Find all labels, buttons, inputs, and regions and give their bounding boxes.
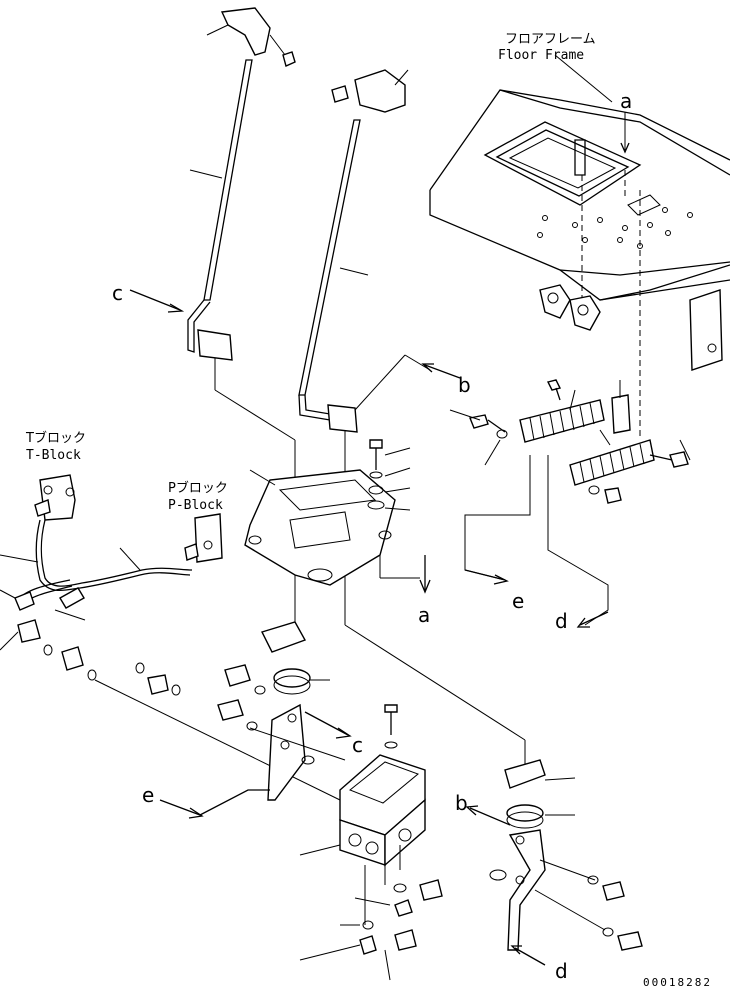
- p-block-label-en: P-Block: [168, 498, 223, 513]
- floor-frame-label-en: Floor Frame: [498, 48, 584, 63]
- arrow-d-lower: [510, 945, 546, 966]
- arrow-e-upper: [464, 569, 509, 585]
- arrow-b-upper: [421, 363, 461, 379]
- right-lever: [298, 69, 526, 770]
- floor-frame-label-jp: フロアフレーム: [505, 32, 596, 47]
- control-valve: [339, 754, 443, 955]
- t-block-label-jp: Tブロック: [25, 430, 86, 446]
- valve-brackets: [217, 664, 643, 951]
- hoses: [14, 519, 193, 611]
- ref-e-lower: e: [142, 783, 154, 807]
- p-block-label-jp: Pブロック: [168, 480, 228, 496]
- t-block: [34, 474, 76, 521]
- valve-seals: [261, 621, 546, 829]
- p-block: [184, 513, 223, 563]
- left-lever: [187, 7, 296, 640]
- ref-b-lower: b: [455, 791, 468, 815]
- bolt-stack: [367, 439, 411, 511]
- ref-d-upper: d: [555, 609, 568, 633]
- fittings: [0, 554, 341, 801]
- ref-c-upper: c: [112, 281, 123, 305]
- arrow-e-lower: [159, 789, 270, 819]
- arrow-c-lower: [304, 711, 352, 739]
- arrow-c-upper: [129, 289, 185, 313]
- drawing-number: 00018282: [643, 976, 712, 989]
- floor-frame: [429, 54, 730, 440]
- arrow-b-lower: [465, 805, 511, 826]
- lever-cover: [244, 469, 420, 586]
- leader-lines: [54, 24, 691, 981]
- spring-assembly: [469, 379, 689, 504]
- ref-a-lower: a: [418, 603, 430, 627]
- ref-b-upper: b: [458, 373, 471, 397]
- t-block-label-en: T-Block: [26, 448, 81, 463]
- ref-a-top: a: [620, 89, 632, 113]
- ref-c-lower: c: [352, 733, 363, 757]
- ref-d-lower: d: [555, 959, 568, 983]
- ref-e-upper: e: [512, 589, 524, 613]
- arrow-a-lower: [419, 555, 431, 594]
- arrow-d-upper: [576, 611, 609, 628]
